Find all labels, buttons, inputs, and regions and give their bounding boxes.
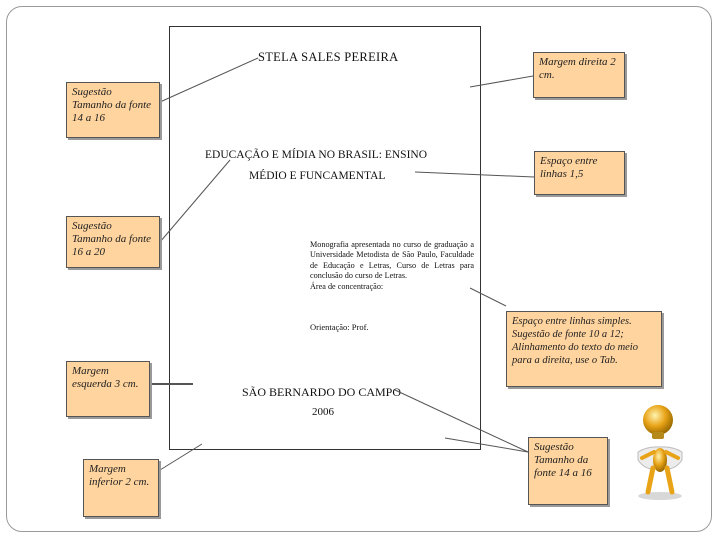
monograph-description: Monografia apresentada no curso de gradu… [310,240,474,292]
pointer-right-margin [469,75,534,88]
orientation-text: Orientação: Prof. [310,322,369,332]
city-text: SÃO BERNARDO DO CAMPO [242,385,402,399]
pointer-bottom-margin [159,443,203,471]
monograph-text: Monografia apresentada no curso de gradu… [310,240,474,281]
document-page [169,26,481,450]
pointer-city-1 [394,389,529,453]
callout-left-margin: Margem esquerda 3 cm. [66,361,150,417]
document-title-line-2: MÉDIO E FUNCAMENTAL [249,170,386,182]
pointer-city-2 [444,437,529,453]
callout-font-size-author: Sugestão Tamanho da fonte 14 a 16 [66,82,160,138]
slide-frame [6,6,712,532]
pointer-author [159,57,259,103]
year-text: 2006 [312,406,334,418]
pointer-title [159,159,231,243]
pointer-line-spacing [414,171,535,178]
lightbulb-person-icon [637,405,683,500]
area-text: Área de concentração: [310,281,384,291]
document-title-line-1: EDUCAÇÃO E MÍDIA NO BRASIL: ENSINO [205,149,428,161]
author-name: STELA SALES PEREIRA [258,50,399,64]
callout-font-size-title: Sugestão Tamanho da fonte 16 a 20 [66,216,160,268]
pointer-body [469,287,507,307]
callout-body-spacing: Espaço entre linhas simples. Sugestão de… [506,311,662,387]
callout-right-margin: Margem direita 2 cm. [533,52,625,98]
callout-font-size-city: Sugestão Tamanho da fonte 14 a 16 [528,437,608,505]
callout-bottom-margin: Margem inferior 2 cm. [83,459,159,517]
callout-line-spacing: Espaço entre linhas 1,5 [534,151,625,195]
